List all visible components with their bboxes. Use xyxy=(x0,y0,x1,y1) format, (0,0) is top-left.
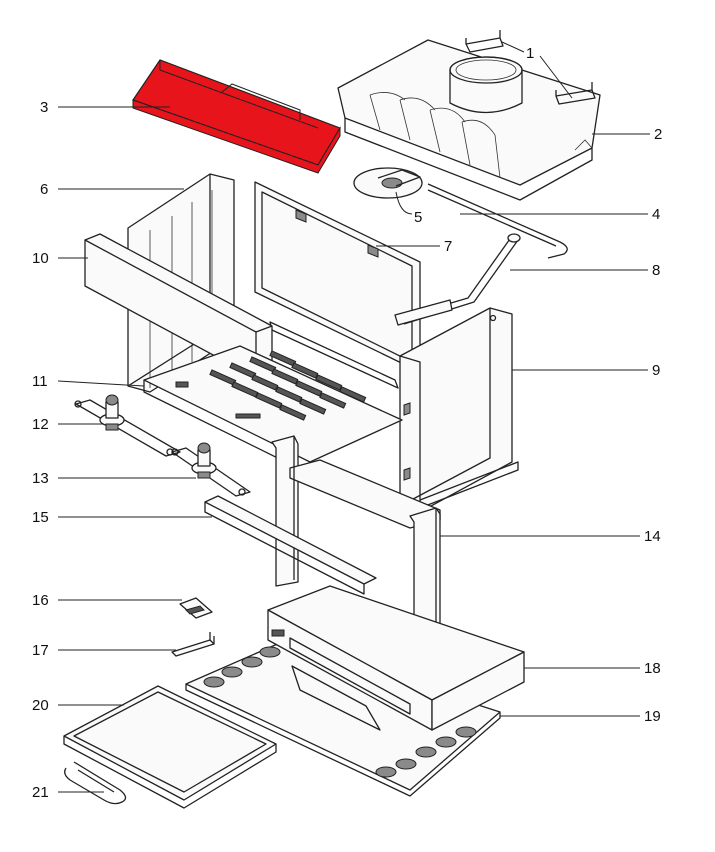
callout-11: 11 xyxy=(32,373,145,390)
callout-label-15: 15 xyxy=(32,509,49,526)
callout-20: 20 xyxy=(32,697,124,714)
callout-label-2: 2 xyxy=(654,126,662,143)
callout-21: 21 xyxy=(32,784,104,801)
callout-4: 4 xyxy=(460,206,660,223)
callout-label-21: 21 xyxy=(32,784,49,801)
callout-label-5: 5 xyxy=(414,209,422,226)
callout-8: 8 xyxy=(510,262,660,279)
callout-3: 3 xyxy=(40,99,170,116)
callout-1: 1 xyxy=(501,41,573,99)
part-2-top-cover[interactable] xyxy=(337,39,601,201)
callouts: 1 2 3 4 5 6 7 8 xyxy=(32,41,662,801)
part-21-handle[interactable] xyxy=(64,761,127,805)
callout-16: 16 xyxy=(32,592,182,609)
callout-label-8: 8 xyxy=(652,262,660,279)
callout-label-6: 6 xyxy=(40,181,48,198)
callout-label-1: 1 xyxy=(526,45,534,62)
callout-label-16: 16 xyxy=(32,592,49,609)
callout-14: 14 xyxy=(440,528,661,545)
callout-6: 6 xyxy=(40,181,184,198)
callout-label-12: 12 xyxy=(32,416,49,433)
part-19-base-plate[interactable] xyxy=(185,641,501,797)
callout-9: 9 xyxy=(512,362,660,379)
part-15-cross-bar[interactable] xyxy=(204,495,377,595)
callout-13: 13 xyxy=(32,470,196,487)
callout-19: 19 xyxy=(500,708,661,725)
part-5-damper-disc[interactable] xyxy=(353,167,423,199)
part-3-baffle-plate[interactable] xyxy=(132,59,341,174)
part-12-control-arm[interactable] xyxy=(74,394,181,457)
callout-label-19: 19 xyxy=(644,708,661,725)
callout-label-7: 7 xyxy=(444,238,452,255)
callout-12: 12 xyxy=(32,416,104,433)
part-18-ash-box[interactable] xyxy=(267,585,525,731)
part-14-support-frame[interactable] xyxy=(271,435,441,661)
part-13-control-arm[interactable] xyxy=(171,442,251,497)
callout-17: 17 xyxy=(32,642,176,659)
callout-10: 10 xyxy=(32,250,88,267)
callout-label-4: 4 xyxy=(652,206,660,223)
callout-label-13: 13 xyxy=(32,470,49,487)
part-1-clips[interactable] xyxy=(465,30,596,105)
callout-15: 15 xyxy=(32,509,212,526)
part-16-small-plate[interactable] xyxy=(179,597,213,619)
part-9-right-side-panel[interactable] xyxy=(399,307,519,513)
callout-5: 5 xyxy=(395,191,422,226)
part-4-rod[interactable] xyxy=(427,183,568,259)
callout-18: 18 xyxy=(524,660,661,677)
callout-label-3: 3 xyxy=(40,99,48,116)
callout-label-20: 20 xyxy=(32,697,49,714)
callout-label-18: 18 xyxy=(644,660,661,677)
part-17-bracket[interactable] xyxy=(171,632,215,657)
callout-label-11: 11 xyxy=(32,373,48,390)
callout-label-17: 17 xyxy=(32,642,49,659)
callout-label-9: 9 xyxy=(652,362,660,379)
callout-label-10: 10 xyxy=(32,250,49,267)
callout-2: 2 xyxy=(592,126,662,143)
callout-7: 7 xyxy=(376,238,452,255)
part-8-lever[interactable] xyxy=(394,233,521,326)
part-11-grate[interactable] xyxy=(143,345,403,475)
part-20-ash-tray[interactable] xyxy=(63,685,277,809)
callout-label-14: 14 xyxy=(644,528,661,545)
